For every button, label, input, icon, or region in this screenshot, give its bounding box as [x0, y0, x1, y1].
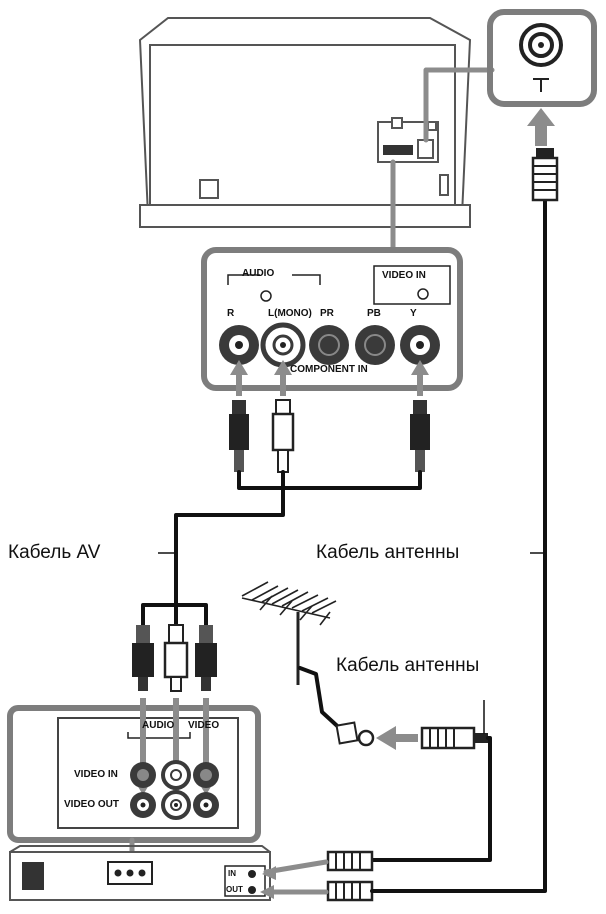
- tv-audio-label: AUDIO: [242, 268, 275, 279]
- tv-jack-r-label: R: [227, 308, 235, 319]
- tv-jack-y: [400, 325, 440, 365]
- tv-rear: [138, 17, 472, 228]
- vcr-insert-arrows: [134, 698, 215, 795]
- vcr-av-ports: [107, 861, 153, 885]
- av-wire-top-video: [281, 470, 422, 490]
- av-cable-trunk: [174, 486, 285, 607]
- antenna-input-inset: [487, 9, 597, 146]
- tv-jack-r: [219, 325, 259, 365]
- vcr-rf-in-plug: [326, 850, 374, 872]
- tv-jack-y-label: Y: [410, 308, 417, 319]
- av-wire-bottom-right: [174, 603, 208, 627]
- antenna-cable-label-bottom: Кабель антенны: [336, 655, 480, 676]
- antenna-cable-plug-top: [531, 148, 559, 202]
- tv-jack-pr: [309, 325, 349, 365]
- av-wire-top-audio: [237, 470, 285, 490]
- tv-jack-l-label: L(MONO): [268, 308, 312, 319]
- tv-jack-pb-label: PB: [367, 308, 381, 319]
- rf-in-arrowhead: [262, 866, 276, 880]
- tv-to-antenna-inset-line: [423, 67, 495, 143]
- antenna-cable-connector-male: [335, 721, 375, 747]
- vcr-video-in-jacks: [130, 760, 219, 790]
- vcr-rf-out-label: OUT: [226, 885, 243, 894]
- antenna-connect-arrow: [376, 726, 418, 750]
- av-wire-bottom-left: [141, 603, 178, 627]
- tv-antenna-port: [417, 139, 434, 159]
- av-plugs-tv-side: [229, 399, 430, 473]
- tv-jack-pb: [355, 325, 395, 365]
- vcr-video-label: VIDEO: [188, 720, 220, 731]
- vcr-body: [9, 845, 271, 901]
- tv-video-in-label: VIDEO IN: [382, 270, 426, 281]
- vcr-video-out-jacks: [130, 790, 219, 820]
- tv-jack-pr-label: PR: [320, 308, 334, 319]
- tv-insert-arrows: [230, 360, 429, 396]
- vcr-audio-label: AUDIO: [142, 720, 175, 731]
- vcr-video-out-label: VIDEO OUT: [64, 799, 120, 810]
- antenna-cable-plug-mid: [420, 726, 488, 750]
- vcr-rf-out-plug: [326, 880, 374, 902]
- outdoor-antenna-wire: [298, 666, 348, 736]
- rf-out-arrowhead: [260, 885, 274, 899]
- antenna-cable-vcr-to-tv: [370, 198, 547, 893]
- tv-input-panel: [201, 247, 463, 391]
- outdoor-antenna: [241, 581, 337, 685]
- antenna-insert-arrow: [527, 108, 555, 146]
- vcr-rf-in-label: IN: [228, 869, 236, 878]
- av-cable-label: Кабель AV: [8, 542, 101, 563]
- av-plugs-vcr-side: [132, 624, 217, 692]
- antenna-cable-to-vcr-in: [363, 736, 492, 862]
- tv-jack-l: [260, 322, 306, 368]
- antenna-cable-label-top: Кабель антенны: [316, 542, 460, 563]
- tv-component-ports: [383, 145, 413, 155]
- tv-component-in-label: COMPONENT IN: [290, 364, 368, 375]
- vcr-video-in-label: VIDEO IN: [74, 769, 118, 780]
